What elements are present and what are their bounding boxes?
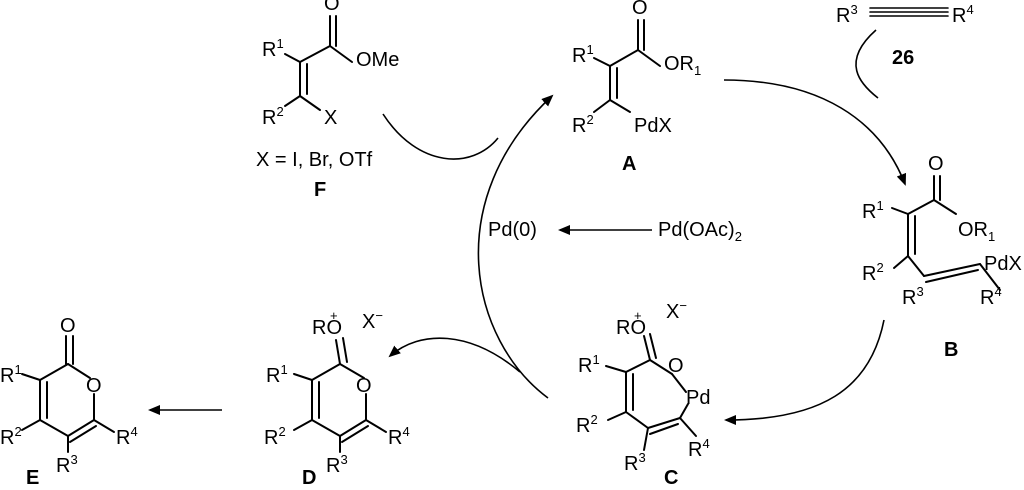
compound-d-r3: R3 [326, 452, 348, 477]
compound-a-r1: R1 [572, 42, 594, 67]
compound-e-r1: R1 [0, 362, 22, 387]
compound-d-r4: R4 [388, 424, 410, 449]
compound-a-or1: OR1 [664, 53, 701, 78]
compound-b-or1: OR1 [958, 219, 995, 244]
compound-c-r4: R4 [688, 436, 710, 461]
compound-b-structure: O OR1 R1 R2 R3 PdX R4 B [862, 153, 1022, 361]
compound-a-r2: R2 [572, 112, 594, 137]
compound-d-label: D [302, 467, 316, 489]
compound-b-label: B [944, 339, 958, 361]
compound-c-ro: RO+ [616, 308, 646, 339]
compound-c-ring-o: O [668, 355, 684, 377]
compound-d-structure: RO+ X− O R1 R2 R3 R4 D [264, 308, 410, 489]
cycle-arc-bottom-right-arrow [724, 319, 885, 425]
compound-b-r1: R1 [862, 198, 884, 223]
compound-c-label: C [664, 467, 678, 489]
pdoac2-label: Pd(OAc)2 [658, 219, 742, 244]
compound-d-r2: R2 [264, 424, 286, 449]
compound-a-label: A [622, 153, 636, 175]
compound-e-structure: O O R1 R2 R3 R4 E [0, 315, 138, 489]
cycle-arc-left-arrow [477, 94, 554, 399]
compound-b-r3: R3 [902, 284, 924, 309]
compound-e-r4: R4 [116, 424, 138, 449]
compound-f-ome: OMe [356, 49, 399, 71]
alkyne-entry-arc [855, 29, 879, 99]
compound-b-r4: R4 [980, 284, 1002, 309]
oxidative-addition-entry-arc [382, 113, 499, 160]
compound-e-r2: R2 [0, 424, 22, 449]
compound-c-structure: RO+ X− O Pd R1 R2 R3 R4 C [576, 298, 710, 489]
compound-f-x-condition: X = I, Br, OTf [256, 149, 373, 171]
precatalyst-activation: Pd(0) Pd(OAc)2 [488, 219, 742, 244]
compound-b-carbonyl-o: O [928, 153, 944, 175]
compound-f-structure: O OMe R1 R2 X X = I, Br, OTf F [256, 0, 399, 201]
compound-c-r1: R1 [578, 352, 600, 377]
release-arrow [388, 337, 521, 373]
alkyne-r3: R3 [836, 2, 858, 27]
alkyne-26-structure: R3 R4 26 [836, 2, 974, 69]
compound-f-r2: R2 [262, 104, 284, 129]
compound-e-label: E [26, 467, 39, 489]
compound-d-counterion: X− [362, 308, 383, 333]
alkyne-26-label: 26 [892, 47, 914, 69]
compound-b-r2: R2 [862, 260, 884, 285]
compound-a-carbonyl-o: O [632, 0, 648, 19]
pd0-label: Pd(0) [488, 219, 537, 241]
compound-c-r2: R2 [576, 412, 598, 437]
compound-f-carbonyl-o: O [324, 0, 340, 15]
compound-f-x: X [324, 107, 337, 129]
compound-d-ring-o: O [356, 375, 372, 397]
compound-a-structure: O OR1 R1 R2 PdX A [572, 0, 701, 175]
cycle-arrows [148, 29, 907, 425]
cycle-arc-top-right-arrow [723, 79, 907, 186]
compound-b-pdx: PdX [984, 253, 1022, 275]
compound-d-ro: RO+ [312, 308, 342, 339]
compound-a-pdx: PdX [634, 115, 672, 137]
compound-c-r3: R3 [624, 450, 646, 475]
compound-f-r1: R1 [262, 36, 284, 61]
alkyne-r4: R4 [952, 2, 974, 27]
compound-e-carbonyl-o: O [60, 315, 76, 337]
compound-d-r1: R1 [266, 362, 288, 387]
compound-e-ring-o: O [86, 375, 102, 397]
compound-e-r3: R3 [56, 452, 78, 477]
compound-f-label: F [314, 179, 326, 201]
compound-c-pd: Pd [686, 387, 710, 409]
compound-c-counterion: X− [666, 298, 687, 323]
